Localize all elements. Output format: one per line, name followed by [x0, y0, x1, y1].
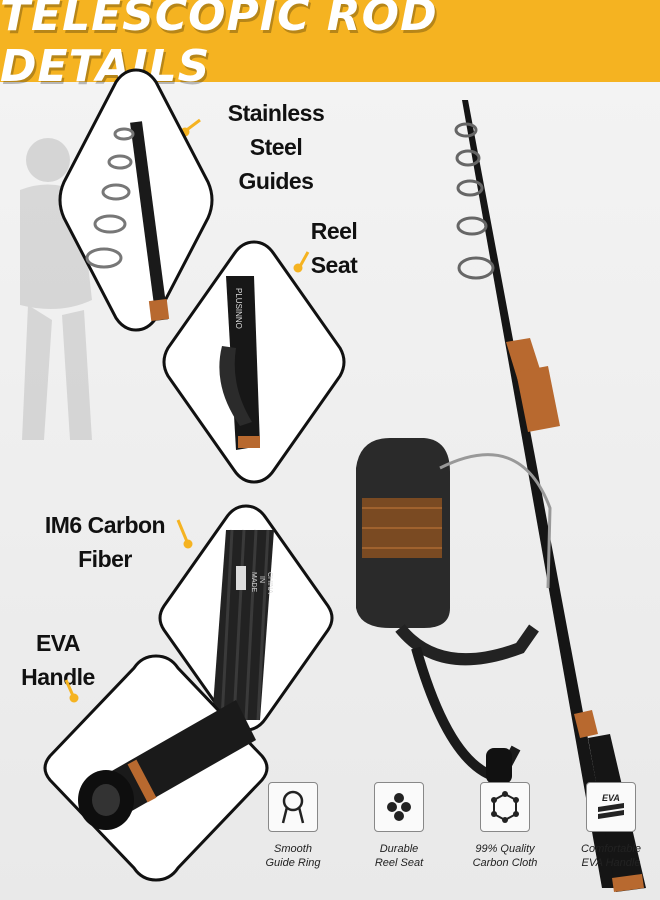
- eva-icon-text: EVA: [602, 793, 620, 803]
- feature-line1: Comfortable: [581, 843, 641, 855]
- pin-marker-icon: [64, 679, 79, 703]
- callout-reel-seat-line1: Reel Seat: [310, 218, 358, 278]
- eva-handle-icon: EVA: [586, 782, 636, 832]
- angler-silhouette: [20, 138, 120, 440]
- spinning-reel: [356, 438, 552, 784]
- feature-item: EVA Comfortable EVA Handle: [562, 782, 660, 892]
- callout-guides-line2: Guides: [238, 168, 314, 194]
- callout-handle-line1: EVA Handle: [21, 630, 95, 690]
- feature-row: Smooth Guide Ring Durable Reel Seat: [244, 782, 660, 892]
- guide-ring-icon: [268, 782, 318, 832]
- feature-item: Smooth Guide Ring: [244, 782, 342, 892]
- callout-handle: EVA Handle: [6, 626, 110, 694]
- callout-guides-line1: Stainless Steel: [227, 100, 325, 160]
- carbon-cloth-icon: [480, 782, 530, 832]
- feature-text: 99% Quality Carbon Cloth: [473, 842, 538, 870]
- callout-reel-seat: Reel Seat: [288, 214, 380, 282]
- reel-seat-brand-text: PLUSINNO: [234, 288, 243, 329]
- feature-text: Smooth Guide Ring: [265, 842, 320, 870]
- callout-carbon-line2: Fiber: [78, 546, 132, 572]
- feature-line1: Durable: [379, 843, 419, 855]
- made-in-text-2: IN: [258, 576, 265, 583]
- eva-handle-detail: [78, 700, 256, 830]
- feature-line2: Carbon Cloth: [472, 857, 538, 869]
- callout-carbon-line1: IM6 Carbon: [44, 512, 166, 538]
- banner-title: TELESCOPIC ROD DETAILS: [0, 0, 438, 92]
- carbon-fiber-detail: MADE IN CHINA: [212, 529, 274, 721]
- rod-guides: [454, 122, 495, 280]
- title-banner: TELESCOPIC ROD DETAILS: [0, 0, 660, 92]
- reel-seat-detail: PLUSINNO: [219, 276, 260, 450]
- guides-closeup-diamond: [58, 68, 214, 332]
- pin-marker-icon: [176, 519, 193, 549]
- made-in-text-3: CHINA: [266, 572, 273, 594]
- feature-text: Comfortable EVA Handle: [581, 842, 641, 870]
- carbon-closeup-diamond: MADE IN CHINA: [158, 504, 334, 732]
- feature-item: Durable Reel Seat: [350, 782, 448, 892]
- callout-guides: Stainless Steel Guides: [206, 96, 346, 198]
- reel-seat-icon: [374, 782, 424, 832]
- callout-carbon: IM6 Carbon Fiber: [32, 508, 178, 576]
- rod-tip-detail: [85, 121, 170, 322]
- feature-line1: Smooth: [274, 843, 312, 855]
- feature-line2: Guide Ring: [265, 857, 321, 869]
- feature-line1: 99% Quality: [475, 843, 535, 855]
- feature-line2: EVA Handle: [581, 857, 641, 869]
- reel-seat-closeup-diamond: PLUSINNO: [162, 240, 346, 484]
- handle-closeup-diamond: [43, 654, 269, 882]
- feature-item: 99% Quality Carbon Cloth: [456, 782, 554, 892]
- made-in-text-1: MADE: [250, 572, 257, 593]
- rod-and-reel-illustration: [356, 100, 646, 892]
- feature-line2: Reel Seat: [374, 857, 424, 869]
- feature-text: Durable Reel Seat: [375, 842, 423, 870]
- pin-marker-icon: [293, 251, 310, 273]
